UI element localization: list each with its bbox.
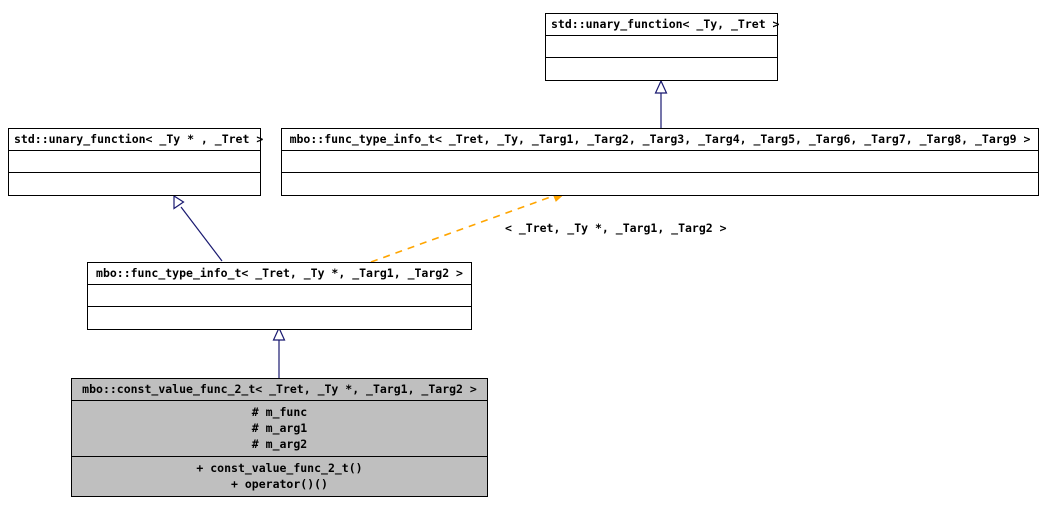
class-title: mbo::const_value_func_2_t< _Tret, _Ty *,… xyxy=(72,379,487,401)
class-node-std-unary-function-typtr-tret[interactable]: std::unary_function< _Ty * , _Tret > xyxy=(8,128,263,196)
attributes-compartment xyxy=(88,285,471,307)
edge-inheritance-2targ xyxy=(173,194,223,262)
attributes-compartment xyxy=(282,151,1038,173)
edge-inheritance-9targ xyxy=(654,79,668,128)
operations-compartment xyxy=(9,173,260,195)
class-node-mbo-const-value-func-2-t[interactable]: mbo::const_value_func_2_t< _Tret, _Ty *,… xyxy=(71,378,488,497)
class-title: mbo::func_type_info_t< _Tret, _Ty, _Targ… xyxy=(282,129,1038,151)
attributes-compartment xyxy=(546,36,777,58)
operations-compartment xyxy=(88,307,471,329)
operations-compartment xyxy=(546,58,777,80)
attribute-row: # m_arg1 xyxy=(251,421,308,435)
class-node-mbo-func-type-info-t-2[interactable]: mbo::func_type_info_t< _Tret, _Ty *, _Ta… xyxy=(87,262,472,330)
class-node-mbo-func-type-info-t-9[interactable]: mbo::func_type_info_t< _Tret, _Ty, _Targ… xyxy=(281,128,1039,196)
edge-label-template-binding: < _Tret, _Ty *, _Targ1, _Targ2 > xyxy=(505,221,727,235)
operations-compartment xyxy=(282,173,1038,195)
attributes-compartment xyxy=(9,151,260,173)
class-title: std::unary_function< _Ty * , _Tret > xyxy=(9,129,263,151)
attribute-row: # m_func xyxy=(251,405,308,419)
class-node-std-unary-function-ty-tret[interactable]: std::unary_function< _Ty, _Tret > xyxy=(545,13,779,81)
class-title: std::unary_function< _Ty, _Tret > xyxy=(546,14,779,36)
edge-inheritance-constvalue xyxy=(272,326,286,378)
attribute-row: # m_arg2 xyxy=(251,437,308,451)
class-title: mbo::func_type_info_t< _Tret, _Ty *, _Ta… xyxy=(88,263,471,285)
attributes-compartment: # m_func # m_arg1 # m_arg2 xyxy=(72,401,487,457)
operation-row: + operator()() xyxy=(231,477,328,491)
operations-compartment: + const_value_func_2_t() + operator()() xyxy=(72,457,487,496)
operation-row: + const_value_func_2_t() xyxy=(196,461,363,475)
